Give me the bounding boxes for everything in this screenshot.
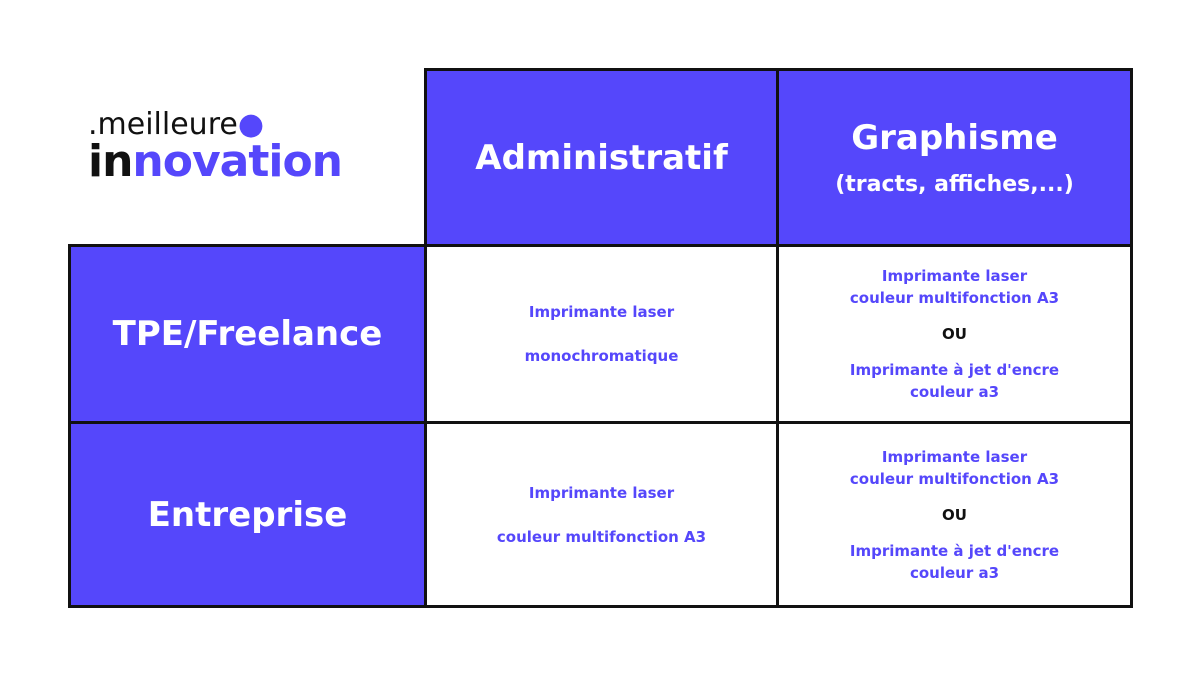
header-graphisme: Graphisme (tracts, affiches,...) [776,68,1133,247]
brand-logo: .meilleure● innovation [88,110,418,190]
header-administratif: Administratif [424,68,779,247]
logo-top: .meilleure● [88,107,265,142]
cell-entreprise-admin: Imprimante laser couleur multifonction A… [424,421,779,608]
row-entreprise: Entreprise [68,421,427,608]
row-tpe-freelance: TPE/Freelance [68,244,427,424]
cell-tpe-admin: Imprimante laser monochromatique [424,244,779,424]
cell-entreprise-graph: Imprimante laser couleur multifonction A… [776,421,1133,608]
cell-tpe-graph: Imprimante laser couleur multifonction A… [776,244,1133,424]
logo-bottom: innovation [88,136,343,187]
